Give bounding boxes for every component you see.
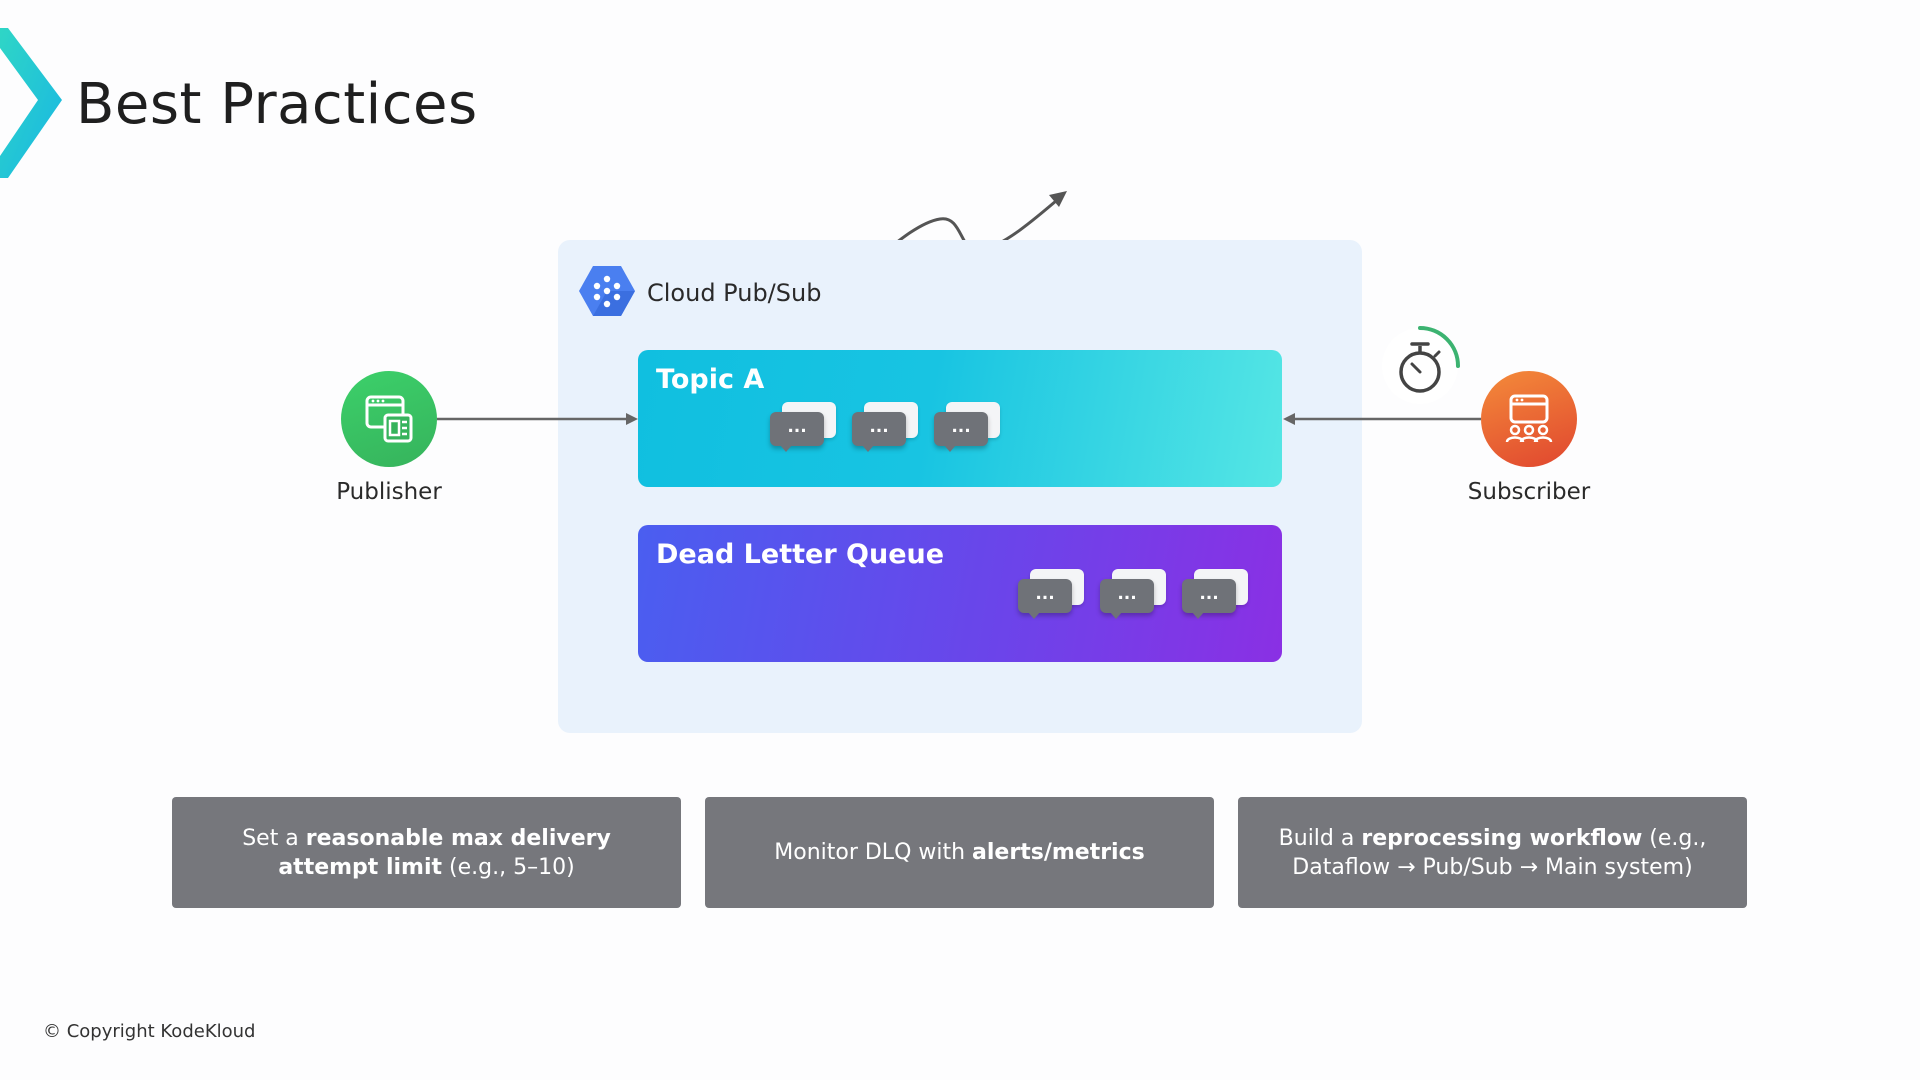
practice-card-text: Build a reprocessing workflow (e.g., Dat… <box>1268 824 1717 882</box>
topic-a-box: Topic A ... ... ... <box>638 350 1282 487</box>
message-bubble: ... <box>770 412 824 452</box>
practice-text: Monitor DLQ with <box>774 840 973 865</box>
practice-card-monitor-dlq: Monitor DLQ with alerts/metrics <box>705 797 1214 908</box>
message-bubble: ... <box>1100 579 1154 619</box>
subscriber-label: Subscriber <box>1467 479 1591 505</box>
subscriber-icon <box>1505 394 1553 443</box>
topic-message: ... <box>934 402 1000 454</box>
message-bubble: ... <box>852 412 906 452</box>
subscriber-node <box>1481 371 1577 467</box>
practice-card-max-delivery: Set a reasonable max delivery attempt li… <box>172 797 681 908</box>
stopwatch-icon <box>1382 326 1460 404</box>
topic-a-title: Topic A <box>656 364 765 395</box>
brand-chevron-icon <box>0 28 62 178</box>
cloud-pubsub-icon <box>579 266 635 316</box>
publisher-label: Publisher <box>336 479 442 505</box>
practice-text-bold: alerts/metrics <box>972 840 1145 865</box>
publisher-icon <box>365 395 413 443</box>
practice-card-text: Monitor DLQ with alerts/metrics <box>774 838 1145 867</box>
dead-letter-queue-box: Dead Letter Queue ... ... ... <box>638 525 1282 662</box>
practice-text: (e.g., 5–10) <box>442 854 575 880</box>
publisher-node <box>341 371 437 467</box>
practice-card-reprocessing: Build a reprocessing workflow (e.g., Dat… <box>1238 797 1747 908</box>
message-bubble: ... <box>1182 579 1236 619</box>
page-title: Best Practices <box>76 72 478 137</box>
practice-text: Build a <box>1278 825 1362 851</box>
cloud-pubsub-label: Cloud Pub/Sub <box>647 279 822 307</box>
practice-text-bold: reprocessing workflow <box>1361 825 1643 851</box>
practice-card-text: Set a reasonable max delivery attempt li… <box>202 824 651 882</box>
dlq-message: ... <box>1100 569 1166 621</box>
topic-message: ... <box>852 402 918 454</box>
message-bubble: ... <box>1018 579 1072 619</box>
dlq-message: ... <box>1182 569 1248 621</box>
message-bubble: ... <box>934 412 988 452</box>
topic-message: ... <box>770 402 836 454</box>
practice-text: Set a <box>242 825 306 851</box>
practice-text: (e.g., Dataflow → Pub/Sub → Main system) <box>1292 825 1707 880</box>
dead-letter-queue-title: Dead Letter Queue <box>656 539 945 570</box>
dlq-message: ... <box>1018 569 1084 621</box>
practice-text-bold: reasonable max delivery attempt limit <box>278 825 611 880</box>
copyright-text: © Copyright KodeKloud <box>43 1021 256 1042</box>
